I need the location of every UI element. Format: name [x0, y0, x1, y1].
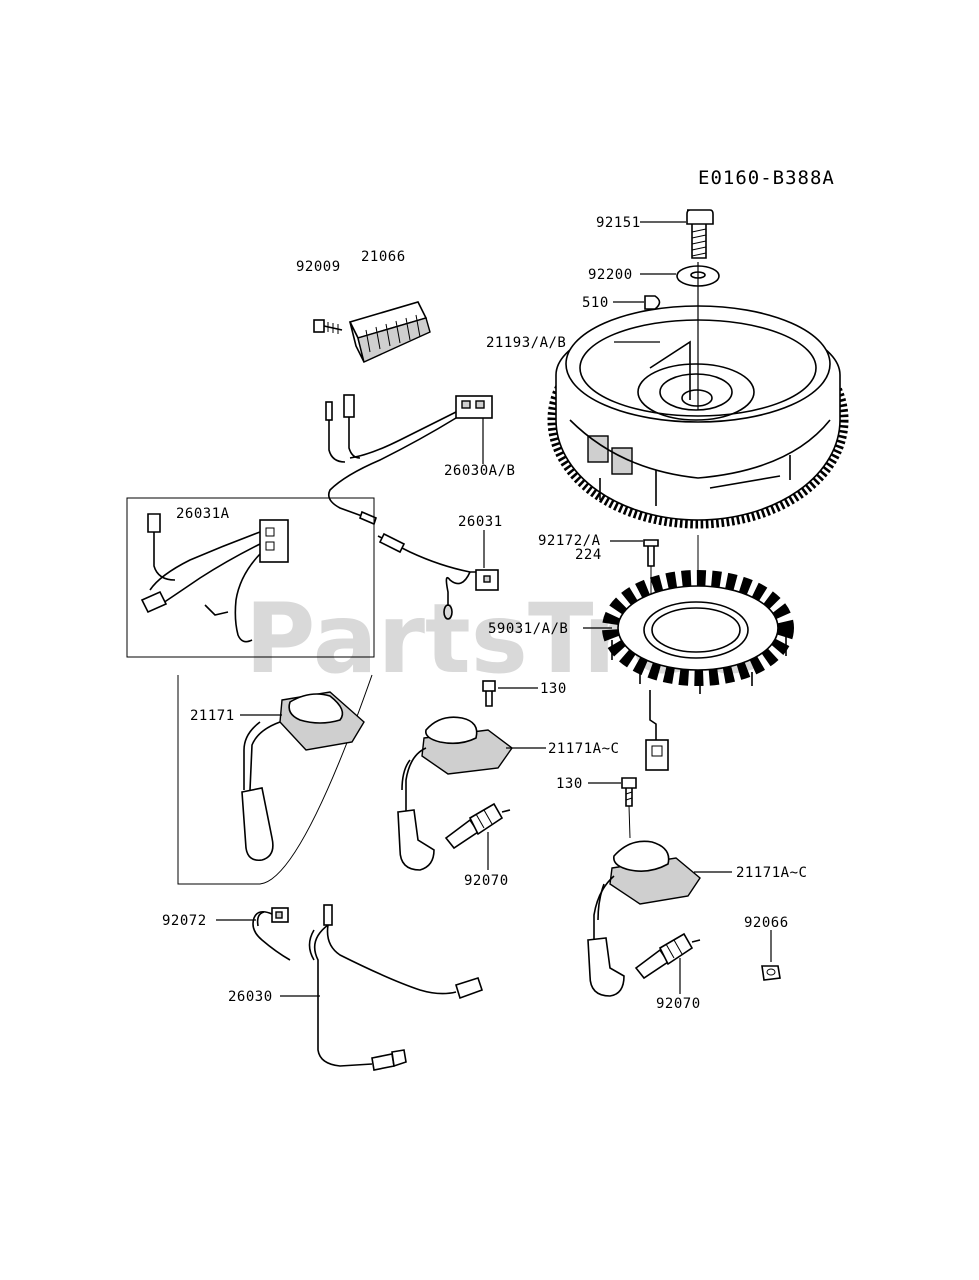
- ignition-coil-21171ac-1[interactable]: [397, 680, 513, 871]
- harness-26030[interactable]: [308, 904, 484, 1071]
- label-21171ac-1[interactable]: 21171A~C: [548, 741, 619, 757]
- regulator-21066[interactable]: [348, 301, 431, 363]
- label-21171[interactable]: 21171: [190, 708, 235, 724]
- coil-bolt-130-2[interactable]: [621, 777, 637, 807]
- terminal-92072[interactable]: [252, 907, 291, 961]
- label-92072[interactable]: 92072: [162, 913, 207, 929]
- ignition-coil-21171ac-2[interactable]: [587, 840, 701, 997]
- label-59031[interactable]: 59031/A/B: [488, 621, 568, 637]
- stator-bolt-92172[interactable]: [643, 539, 659, 567]
- flywheel-bolt-92151[interactable]: [686, 209, 714, 259]
- harness-26030ab[interactable]: [325, 394, 493, 526]
- label-130-2[interactable]: 130: [556, 776, 583, 792]
- label-92172[interactable]: 92172/A: [538, 533, 601, 549]
- nut-92066[interactable]: [761, 965, 781, 981]
- label-92151[interactable]: 92151: [596, 215, 641, 231]
- inset-box-26031a: [126, 497, 375, 658]
- label-92009[interactable]: 92009: [296, 259, 341, 275]
- label-92070-1[interactable]: 92070: [464, 873, 509, 889]
- label-21066[interactable]: 21066: [361, 249, 406, 265]
- ignition-coil-21171[interactable]: [241, 691, 365, 862]
- label-26030ab[interactable]: 26030A/B: [444, 463, 515, 479]
- flywheel-key-510[interactable]: [644, 295, 661, 310]
- label-21171ac-2[interactable]: 21171A~C: [736, 865, 807, 881]
- regulator-screw-92009[interactable]: [313, 319, 343, 334]
- harness-26031[interactable]: [377, 532, 499, 620]
- stator-59031[interactable]: [602, 570, 794, 771]
- label-130-1[interactable]: 130: [540, 681, 567, 697]
- label-92200[interactable]: 92200: [588, 267, 633, 283]
- label-26031a[interactable]: 26031A: [176, 506, 230, 522]
- diagram-code: E0160-B388A: [698, 167, 835, 189]
- label-224[interactable]: 224: [575, 547, 602, 563]
- label-92066[interactable]: 92066: [744, 915, 789, 931]
- label-92070-2[interactable]: 92070: [656, 996, 701, 1012]
- harness-26031a[interactable]: [140, 513, 289, 643]
- label-21193[interactable]: 21193/A/B: [486, 335, 566, 351]
- label-510[interactable]: 510: [582, 295, 609, 311]
- spark-plug-92070-1[interactable]: [444, 802, 511, 850]
- label-26030[interactable]: 26030: [228, 989, 273, 1005]
- spark-plug-92070-2[interactable]: [634, 932, 701, 980]
- label-26031[interactable]: 26031: [458, 514, 503, 530]
